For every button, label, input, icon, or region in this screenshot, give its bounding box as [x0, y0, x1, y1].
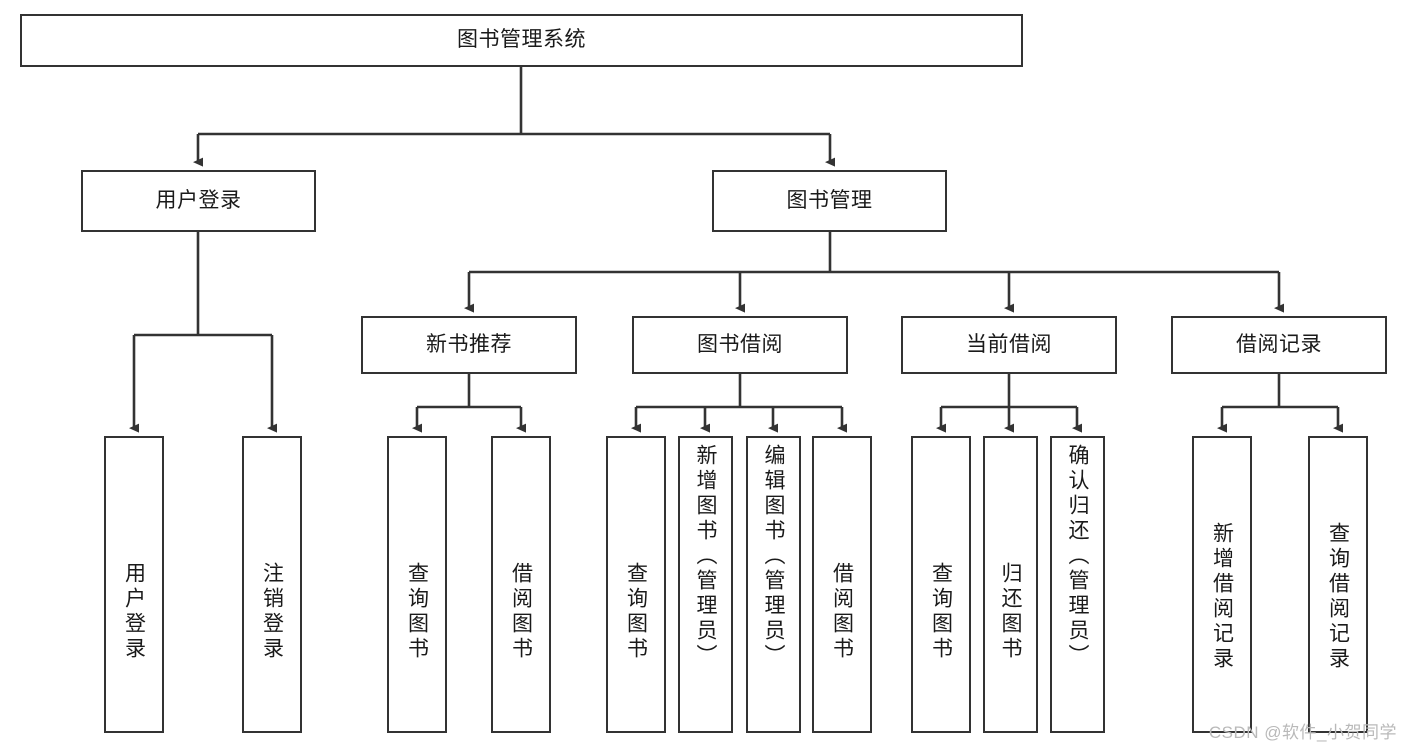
leaf-current-borrow-query-book[interactable]: 查询图书 — [911, 436, 971, 733]
node-label: 查询图书 — [624, 562, 648, 662]
node-label: 借阅记录 — [1236, 332, 1322, 356]
node-label: 图书借阅 — [697, 332, 783, 356]
node-book-management[interactable]: 图书管理 — [712, 170, 947, 232]
node-label: 查询借阅记录 — [1326, 522, 1350, 672]
node-label: 借阅图书 — [509, 562, 533, 662]
node-borrow-record[interactable]: 借阅记录 — [1171, 316, 1387, 374]
leaf-user-login-login[interactable]: 用户登录 — [104, 436, 164, 733]
node-new-book-recommend[interactable]: 新书推荐 — [361, 316, 577, 374]
node-label: 当前借阅 — [966, 332, 1052, 356]
node-label: 编辑图书（管理员） — [762, 444, 785, 669]
leaf-borrow-record-add-record[interactable]: 新增借阅记录 — [1192, 436, 1252, 733]
leaf-book-borrow-query-book[interactable]: 查询图书 — [606, 436, 666, 733]
node-label: 查询图书 — [405, 562, 429, 662]
node-label: 图书管理 — [786, 188, 873, 212]
node-label: 归还图书 — [999, 562, 1022, 662]
leaf-borrow-record-query-record[interactable]: 查询借阅记录 — [1308, 436, 1368, 733]
leaf-current-borrow-return-book[interactable]: 归还图书 — [983, 436, 1038, 733]
node-label: 图书管理系统 — [457, 28, 586, 52]
node-root-book-management-system[interactable]: 图书管理系统 — [20, 14, 1023, 67]
leaf-new-book-borrow-book[interactable]: 借阅图书 — [491, 436, 551, 733]
node-current-borrow[interactable]: 当前借阅 — [901, 316, 1117, 374]
leaf-book-borrow-borrow-book[interactable]: 借阅图书 — [812, 436, 872, 733]
node-label: 用户登录 — [122, 562, 146, 662]
leaf-user-login-logout[interactable]: 注销登录 — [242, 436, 302, 733]
node-label: 查询图书 — [929, 562, 953, 662]
leaf-book-borrow-edit-book-admin[interactable]: 编辑图书（管理员） — [746, 436, 801, 733]
node-user-login[interactable]: 用户登录 — [81, 170, 316, 232]
node-label: 注销登录 — [260, 562, 284, 662]
leaf-book-borrow-add-book-admin[interactable]: 新增图书（管理员） — [678, 436, 733, 733]
leaf-current-borrow-confirm-return-admin[interactable]: 确认归还（管理员） — [1050, 436, 1105, 733]
node-label: 用户登录 — [155, 188, 242, 212]
watermark-text: CSDN @软件_小贺同学 — [1208, 723, 1397, 742]
leaf-new-book-query-book[interactable]: 查询图书 — [387, 436, 447, 733]
node-label: 新增图书（管理员） — [694, 444, 717, 669]
node-label: 借阅图书 — [830, 562, 854, 662]
node-label: 新书推荐 — [426, 332, 512, 356]
node-book-borrow[interactable]: 图书借阅 — [632, 316, 848, 374]
node-label: 确认归还（管理员） — [1066, 444, 1089, 669]
node-label: 新增借阅记录 — [1210, 522, 1234, 672]
